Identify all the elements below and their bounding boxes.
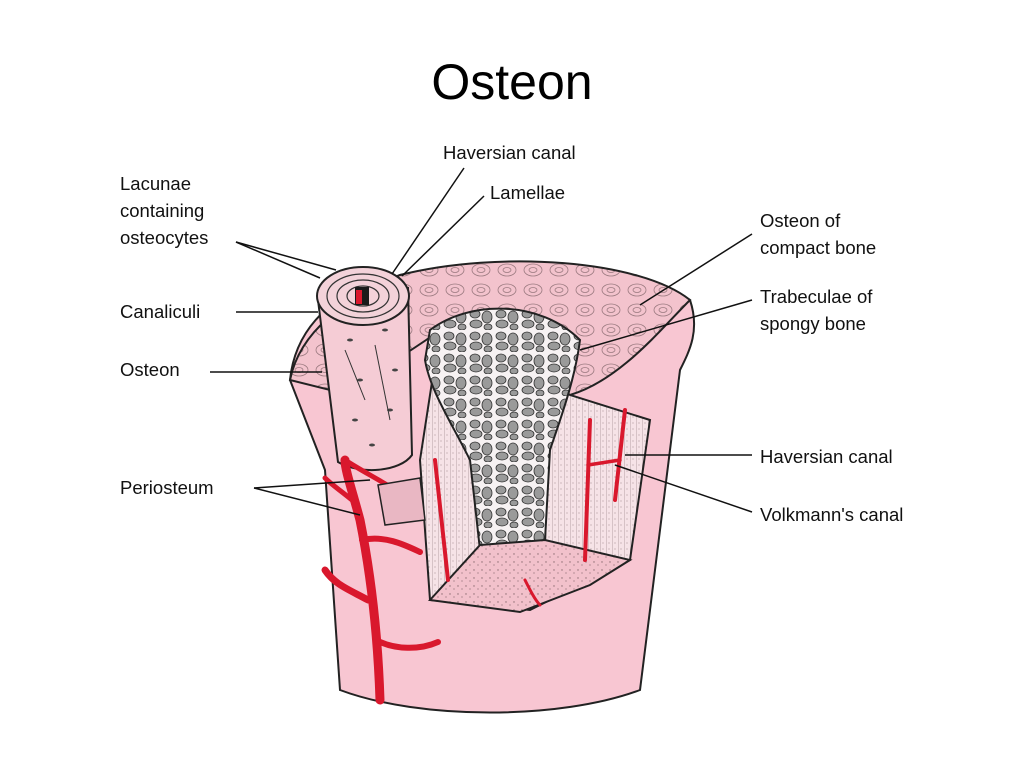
osteon-end-cap (316, 266, 410, 326)
label-osteon: Osteon (120, 359, 180, 380)
label-canaliculi: Canaliculi (120, 301, 200, 322)
label-trabeculae-line1: Trabeculae of (760, 286, 873, 307)
label-lacunae-line2: containing (120, 200, 204, 221)
label-osteon-compact-line2: compact bone (760, 237, 876, 258)
label-trabeculae-line2: spongy bone (760, 313, 866, 334)
osteon-lacunae-dots (344, 328, 398, 447)
cut-floor (427, 538, 633, 614)
label-haversian-canal-top: Haversian canal (443, 142, 576, 163)
leader-lines (210, 167, 753, 516)
page-title: Osteon (431, 54, 593, 110)
label-periosteum: Periosteum (120, 477, 214, 498)
label-lacunae-line1: Lacunae (120, 173, 191, 194)
label-lacunae-line3: osteocytes (120, 227, 208, 248)
spongy-bone-region (423, 307, 582, 552)
label-lamellae: Lamellae (490, 182, 565, 203)
label-volkmanns-canal: Volkmann's canal (760, 504, 903, 525)
cut-face-vessels (433, 408, 627, 607)
label-osteon-compact-line1: Osteon of (760, 210, 841, 231)
periosteum-patch (377, 477, 426, 526)
label-haversian-canal-right: Haversian canal (760, 446, 893, 467)
periosteal-vessels (321, 455, 441, 705)
